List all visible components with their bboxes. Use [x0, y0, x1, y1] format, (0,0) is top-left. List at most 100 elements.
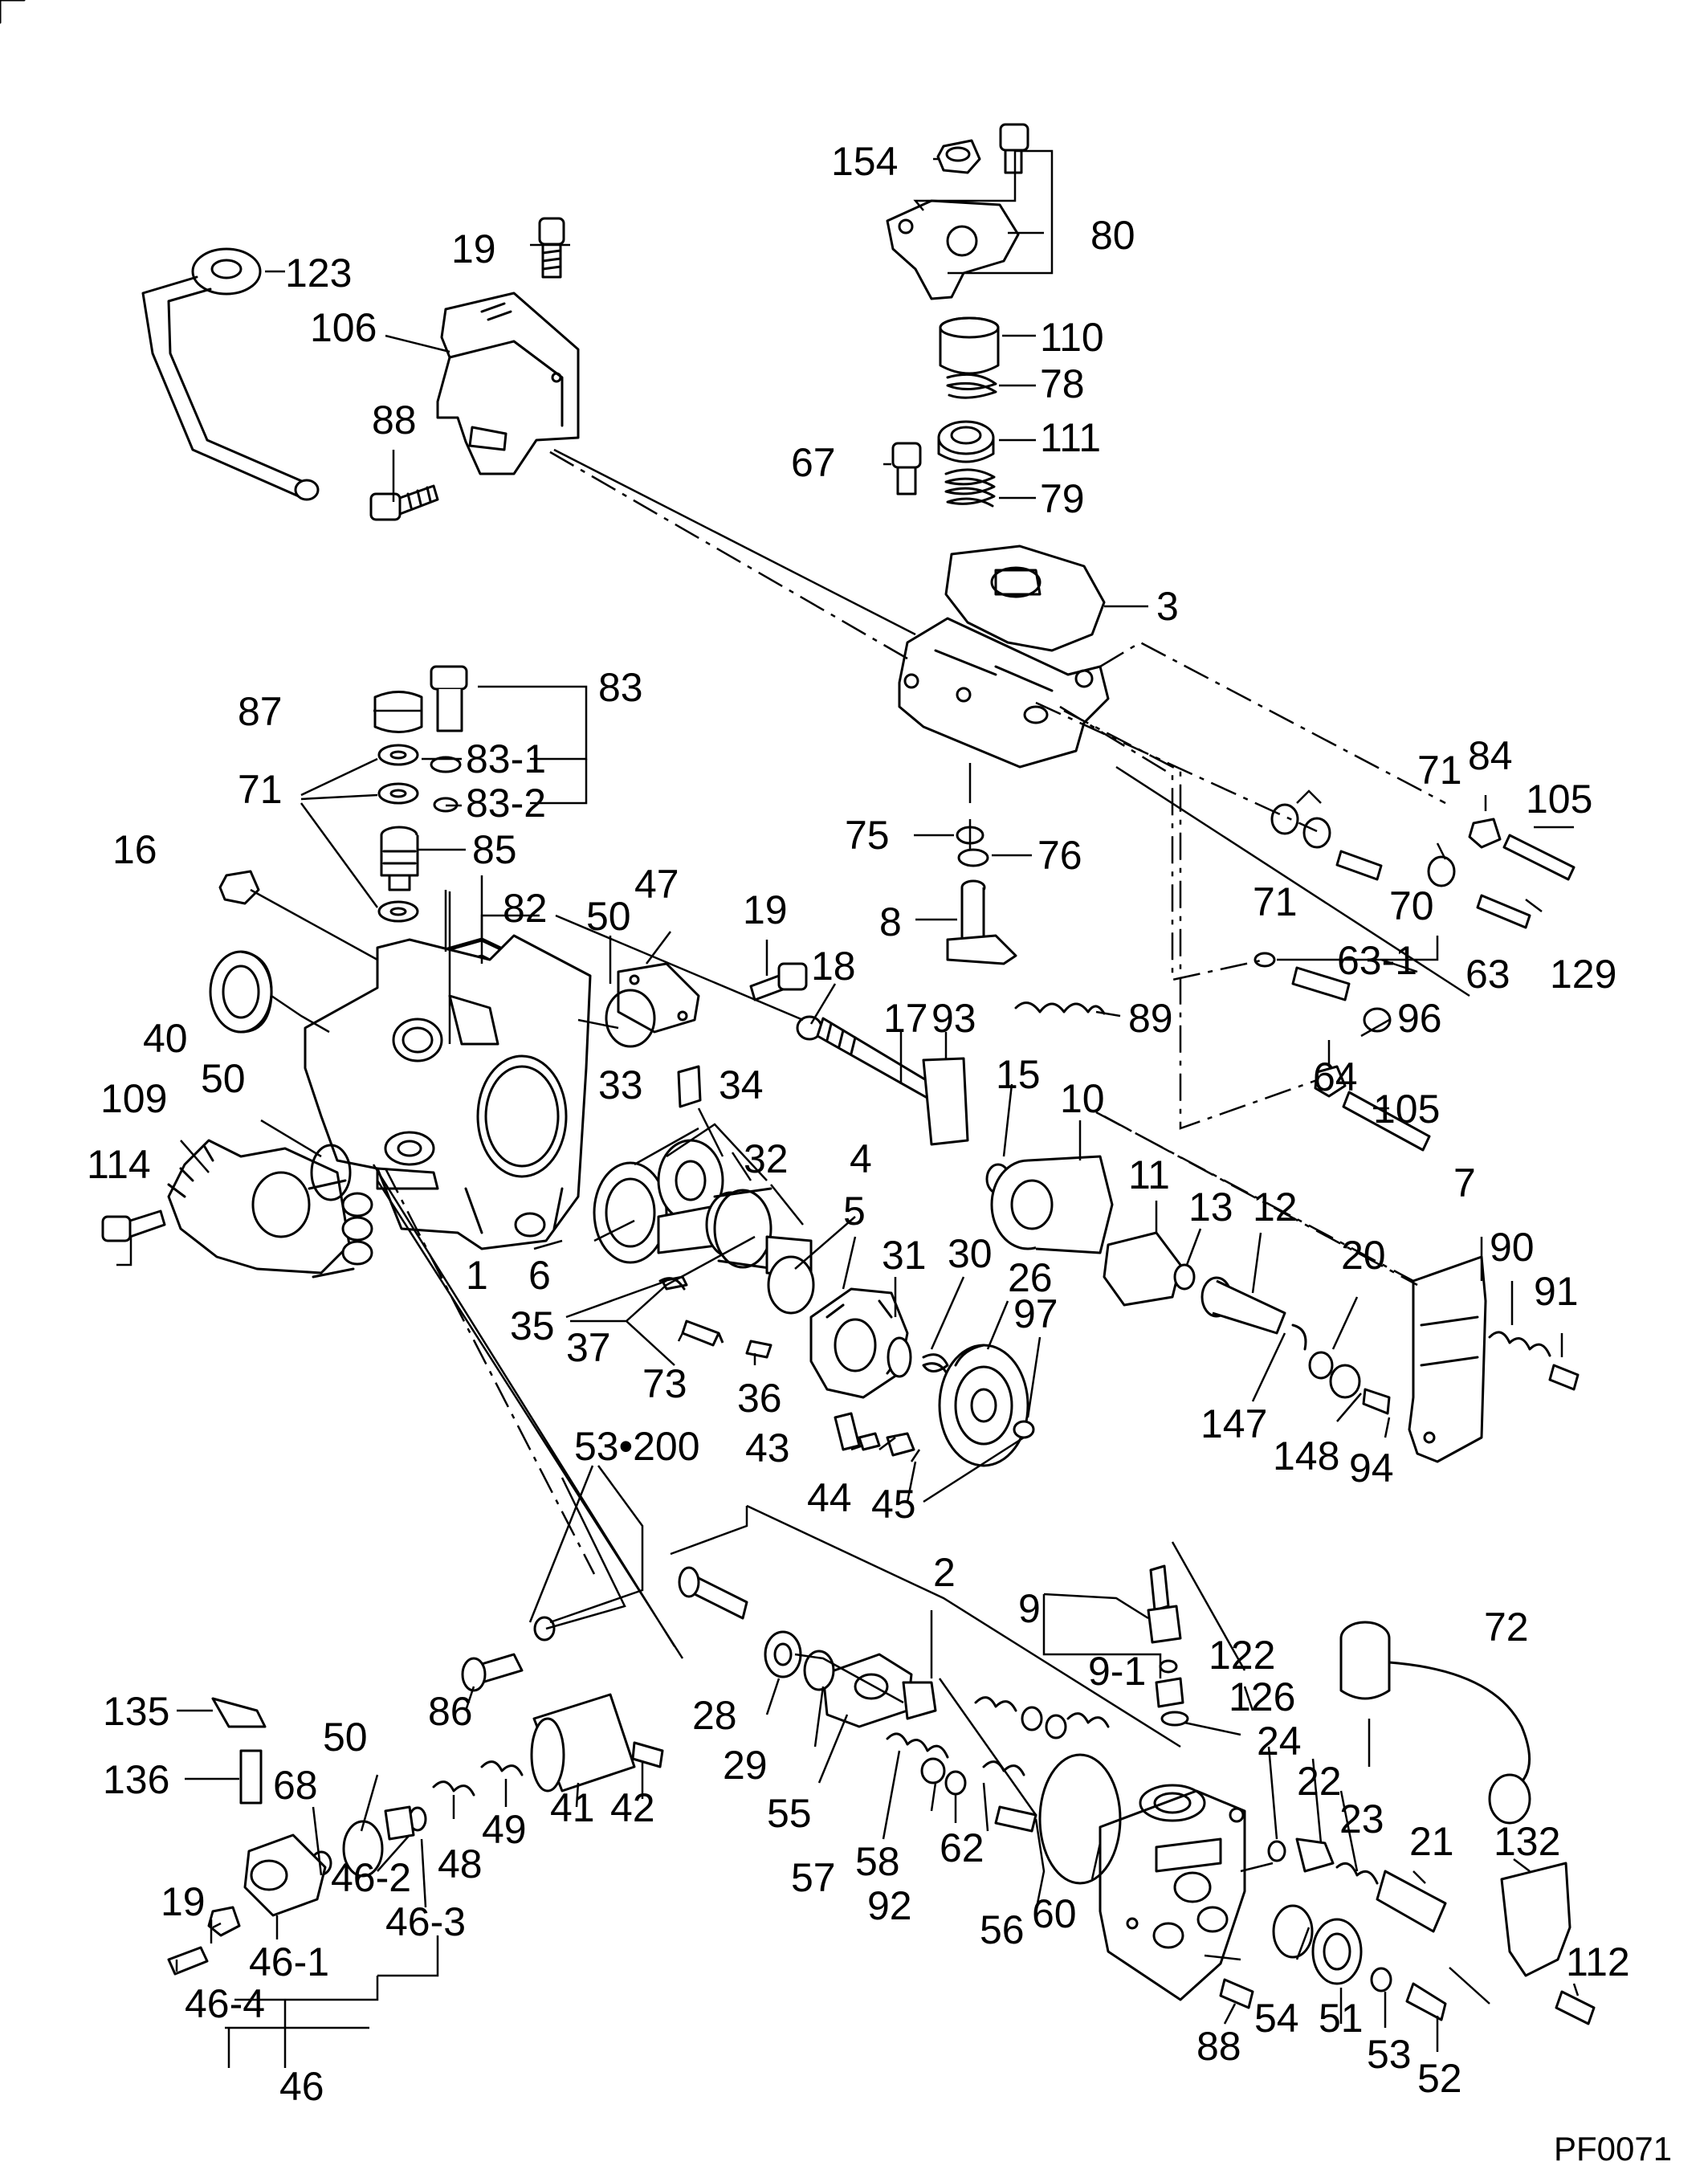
callout-20: 20 — [1341, 1233, 1386, 1278]
part-4-drive-shaft — [657, 1187, 815, 1315]
callout-36: 36 — [737, 1376, 782, 1421]
callout-94: 94 — [1349, 1446, 1394, 1491]
part-123-lever — [141, 247, 320, 501]
callout-50-top: 50 — [586, 894, 631, 939]
callout-35: 35 — [510, 1303, 555, 1348]
part-106-bracket — [436, 292, 580, 475]
part-85-fitting — [380, 826, 419, 891]
callout-34: 34 — [719, 1062, 764, 1107]
part-76-washer — [957, 848, 989, 867]
callout-154: 154 — [831, 139, 898, 184]
callout-123: 123 — [285, 251, 352, 296]
part-46-4-nut — [207, 1906, 241, 1937]
part-56-pin — [994, 1805, 1037, 1833]
part-21-valve — [1376, 1870, 1447, 1933]
callout-62: 62 — [940, 1825, 984, 1870]
callout-31: 31 — [882, 1233, 927, 1278]
part-13-washer — [1173, 1263, 1196, 1291]
callout-17: 17 — [883, 996, 928, 1041]
callout-110: 110 — [1040, 315, 1104, 360]
callout-labels: 154 80 19 123 106 110 78 88 67 111 79 3 … — [87, 139, 1672, 2168]
callout-82: 82 — [503, 886, 548, 931]
callout-63: 63 — [1465, 952, 1510, 997]
callout-46-3: 46-3 — [385, 1899, 466, 1944]
part-53-washer — [1370, 1967, 1392, 1992]
callout-92: 92 — [867, 1883, 912, 1928]
part-110-cap — [939, 316, 1000, 375]
callout-54: 54 — [1254, 1996, 1299, 2041]
callout-40: 40 — [143, 1016, 188, 1061]
part-78-spring — [946, 373, 997, 399]
part-126-washer — [1160, 1711, 1189, 1727]
part-148-bush — [1329, 1364, 1361, 1399]
part-33-key — [677, 1065, 702, 1108]
callout-129: 129 — [1550, 952, 1616, 997]
callout-88: 88 — [372, 398, 417, 443]
callout-37: 37 — [566, 1325, 611, 1370]
part-1-pump-body — [304, 934, 592, 1250]
callout-19-mid: 19 — [743, 887, 788, 932]
callout-9: 9 — [1018, 1586, 1041, 1631]
part-20-washer — [1308, 1351, 1334, 1380]
part-49-spring — [480, 1760, 524, 1776]
part-71-washer-b — [377, 782, 419, 805]
part-147-clip — [1291, 1323, 1307, 1351]
part-63-valve — [1291, 966, 1351, 1001]
part-45-clip — [886, 1432, 915, 1457]
part-16-nut — [218, 870, 260, 905]
part-71-washer-a — [377, 744, 419, 766]
callout-47: 47 — [634, 862, 679, 907]
callout-71-left: 71 — [238, 767, 283, 812]
part-44-screw — [858, 1432, 881, 1451]
part-50-oring-a — [605, 989, 656, 1048]
callout-2: 2 — [933, 1550, 956, 1595]
diagram-code: PF0071 — [1554, 2130, 1672, 2168]
part-24-washer — [1267, 1840, 1286, 1862]
callout-13: 13 — [1188, 1185, 1233, 1230]
part-105-bolt-b — [1342, 1091, 1431, 1152]
callout-12: 12 — [1253, 1185, 1298, 1230]
part-50-oring-c — [342, 1820, 384, 1878]
part-84-nut — [1468, 818, 1502, 849]
callout-55: 55 — [767, 1791, 812, 1836]
part-67-screw — [891, 442, 922, 496]
part-92-washer — [944, 1770, 967, 1796]
callout-8: 8 — [879, 899, 902, 944]
callout-41: 41 — [550, 1785, 595, 1830]
callout-26: 26 — [1008, 1255, 1053, 1300]
part-87-cap — [373, 691, 423, 733]
callout-90: 90 — [1490, 1225, 1535, 1270]
part-63-1-oring — [1253, 952, 1276, 968]
callout-56: 56 — [980, 1907, 1025, 1952]
part-23-spring — [1335, 1862, 1379, 1885]
part-71-washer-d — [1270, 803, 1299, 835]
callout-93: 93 — [931, 996, 976, 1041]
callout-46-2: 46-2 — [331, 1855, 411, 1900]
part-50-oring-b — [310, 1144, 352, 1201]
part-3-housing — [898, 544, 1110, 769]
callout-48: 48 — [438, 1841, 483, 1886]
part-83-bolt — [430, 665, 468, 732]
part-2-cylinder — [902, 1681, 937, 1720]
callout-71-right: 71 — [1253, 879, 1298, 924]
part-36-key — [745, 1340, 772, 1359]
part-80-plate — [886, 199, 1020, 300]
callout-7: 7 — [1453, 1160, 1476, 1205]
callout-53-200: 53•200 — [574, 1424, 700, 1469]
callout-75: 75 — [845, 813, 890, 858]
callout-24: 24 — [1257, 1719, 1302, 1764]
part-48-spring — [432, 1780, 475, 1797]
callout-67: 67 — [791, 440, 836, 485]
callout-91: 91 — [1534, 1269, 1579, 1314]
part-73-screw — [681, 1319, 724, 1347]
callout-10: 10 — [1060, 1076, 1105, 1121]
part-72-sensor — [1339, 1621, 1531, 1825]
callout-147: 147 — [1200, 1401, 1267, 1446]
callout-68: 68 — [273, 1763, 318, 1808]
part-132-bracket — [1500, 1862, 1571, 1977]
part-spring-upper-b — [1066, 1712, 1110, 1728]
part-109-solenoid — [167, 1139, 373, 1279]
part-70-bolt — [1335, 850, 1383, 881]
callout-132: 132 — [1494, 1819, 1560, 1864]
part-2-distributor-head — [1099, 1784, 1246, 2001]
